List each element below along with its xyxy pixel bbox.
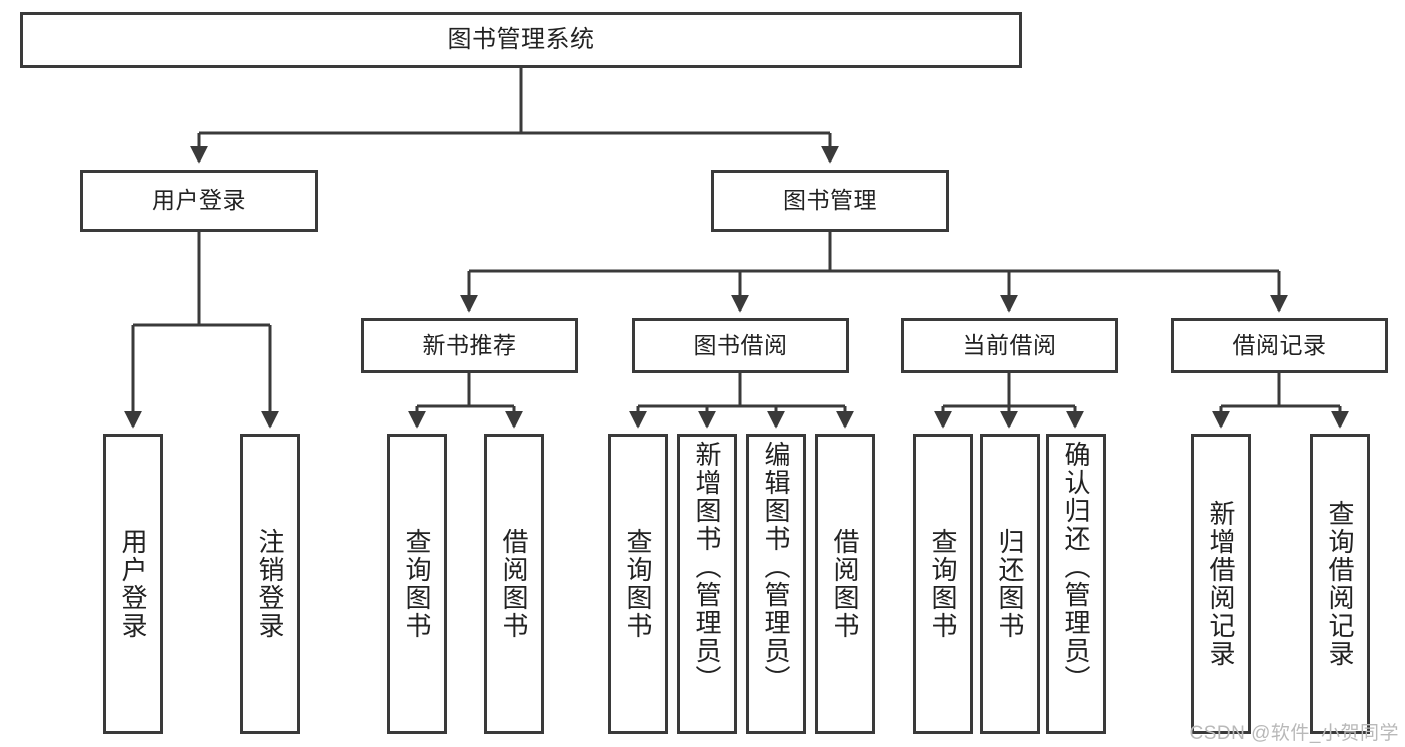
node-label: 用户登录 bbox=[118, 528, 148, 640]
node-label: 新书推荐 bbox=[422, 331, 517, 358]
node-borrow-record[interactable]: 借阅记录 bbox=[1171, 318, 1388, 373]
csdn-watermark: CSDN @软件_小贺同学 bbox=[1189, 723, 1399, 744]
node-current-borrow[interactable]: 当前借阅 bbox=[901, 318, 1118, 373]
leaf-book-borrow-edit[interactable]: 编辑图书（管理员） bbox=[746, 434, 806, 734]
leaf-book-borrow-add[interactable]: 新增图书（管理员） bbox=[677, 434, 737, 734]
leaf-borrow-record-add[interactable]: 新增借阅记录 bbox=[1191, 434, 1251, 734]
leaf-new-book-query[interactable]: 查询图书 bbox=[387, 434, 447, 734]
node-new-book-recommend[interactable]: 新书推荐 bbox=[361, 318, 578, 373]
node-label: 当前借阅 bbox=[962, 331, 1057, 358]
node-label: 查询借阅记录 bbox=[1325, 500, 1355, 668]
node-label: 查询图书 bbox=[928, 528, 958, 640]
node-label: 归还图书 bbox=[995, 528, 1025, 640]
node-label: 新增借阅记录 bbox=[1206, 500, 1236, 668]
node-book-borrow[interactable]: 图书借阅 bbox=[632, 318, 849, 373]
node-label: 确认归还（管理员） bbox=[1061, 441, 1091, 693]
node-user-login[interactable]: 用户登录 bbox=[80, 170, 318, 232]
leaf-user-login-login[interactable]: 用户登录 bbox=[103, 434, 163, 734]
node-label: 借阅记录 bbox=[1232, 331, 1327, 358]
leaf-current-borrow-query[interactable]: 查询图书 bbox=[913, 434, 973, 734]
leaf-book-borrow-borrow[interactable]: 借阅图书 bbox=[815, 434, 875, 734]
node-book-management[interactable]: 图书管理 bbox=[711, 170, 949, 232]
leaf-current-borrow-return[interactable]: 归还图书 bbox=[980, 434, 1040, 734]
node-label: 借阅图书 bbox=[830, 528, 860, 640]
node-label: 用户登录 bbox=[152, 187, 246, 214]
node-label: 图书管理系统 bbox=[447, 25, 595, 53]
leaf-book-borrow-query[interactable]: 查询图书 bbox=[608, 434, 668, 734]
node-label: 借阅图书 bbox=[499, 528, 529, 640]
leaf-borrow-record-query[interactable]: 查询借阅记录 bbox=[1310, 434, 1370, 734]
node-label: 查询图书 bbox=[623, 528, 653, 640]
node-label: 查询图书 bbox=[402, 528, 432, 640]
node-label: 注销登录 bbox=[255, 528, 285, 640]
node-label: 编辑图书（管理员） bbox=[761, 441, 791, 693]
leaf-user-login-logout[interactable]: 注销登录 bbox=[240, 434, 300, 734]
node-label: 图书管理 bbox=[783, 187, 877, 214]
node-root-system[interactable]: 图书管理系统 bbox=[20, 12, 1022, 68]
leaf-current-borrow-confirm[interactable]: 确认归还（管理员） bbox=[1046, 434, 1106, 734]
leaf-new-book-borrow[interactable]: 借阅图书 bbox=[484, 434, 544, 734]
node-label: 图书借阅 bbox=[693, 331, 788, 358]
node-label: 新增图书（管理员） bbox=[692, 441, 722, 693]
